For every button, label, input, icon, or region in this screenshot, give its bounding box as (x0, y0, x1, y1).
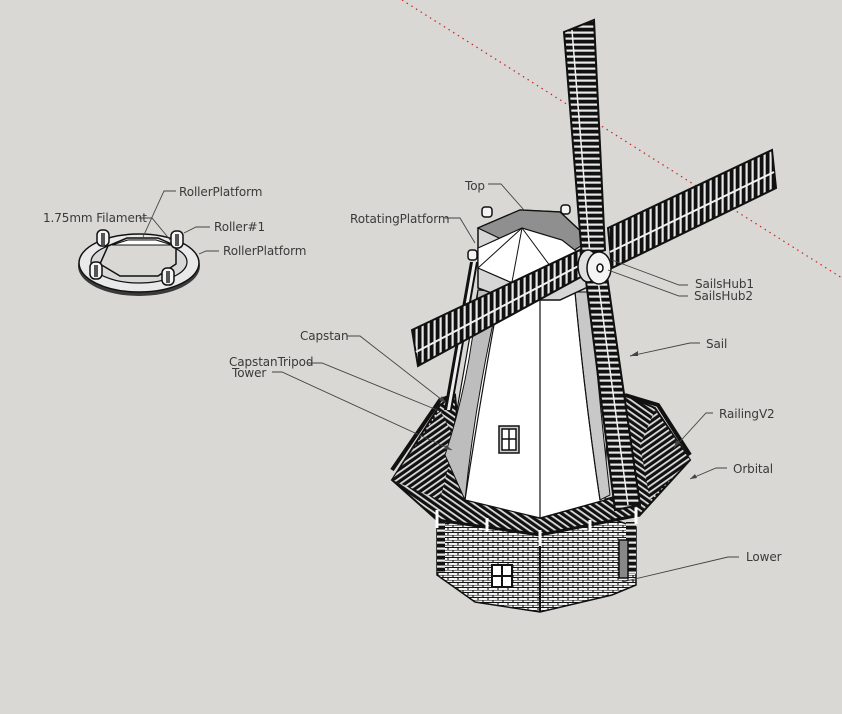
roller-icon (170, 230, 184, 249)
roller-icon (96, 229, 110, 247)
roller-icon (161, 267, 175, 286)
lower-base (436, 519, 637, 613)
label-roller-platform-bottom: RollerPlatform (223, 244, 307, 258)
label-sails-hub-2: SailsHub2 (694, 289, 753, 303)
label-railing: RailingV2 (719, 407, 775, 421)
windmill-model[interactable] (390, 18, 778, 613)
label-rotating-platform: RotatingPlatform (350, 212, 450, 226)
label-roller-platform-top: RollerPlatform (179, 185, 263, 199)
sails-hub (577, 249, 612, 285)
label-tower: Tower (232, 366, 267, 380)
leader-arrowheads (439, 351, 697, 479)
leader-lines-roller (139, 190, 219, 255)
label-top: Top (465, 179, 485, 193)
label-lower: Lower (746, 550, 782, 564)
label-filament: 1.75mm Filament (43, 211, 147, 225)
label-sail: Sail (706, 337, 728, 351)
roller-icon (89, 261, 103, 280)
label-sails-hub-1: SailsHub1 (695, 277, 754, 291)
tower-window (498, 425, 520, 454)
label-roller: Roller#1 (214, 220, 266, 234)
label-orbital: Orbital (733, 462, 774, 476)
label-capstan: Capstan (300, 329, 349, 343)
sail-upper (562, 18, 607, 260)
tower-body (444, 287, 611, 519)
sail-right (606, 148, 778, 270)
label-capstan-tripod: CapstanTripod (229, 355, 314, 369)
roller-platform-model[interactable] (78, 229, 200, 296)
leader-lines-windmill (272, 183, 739, 583)
